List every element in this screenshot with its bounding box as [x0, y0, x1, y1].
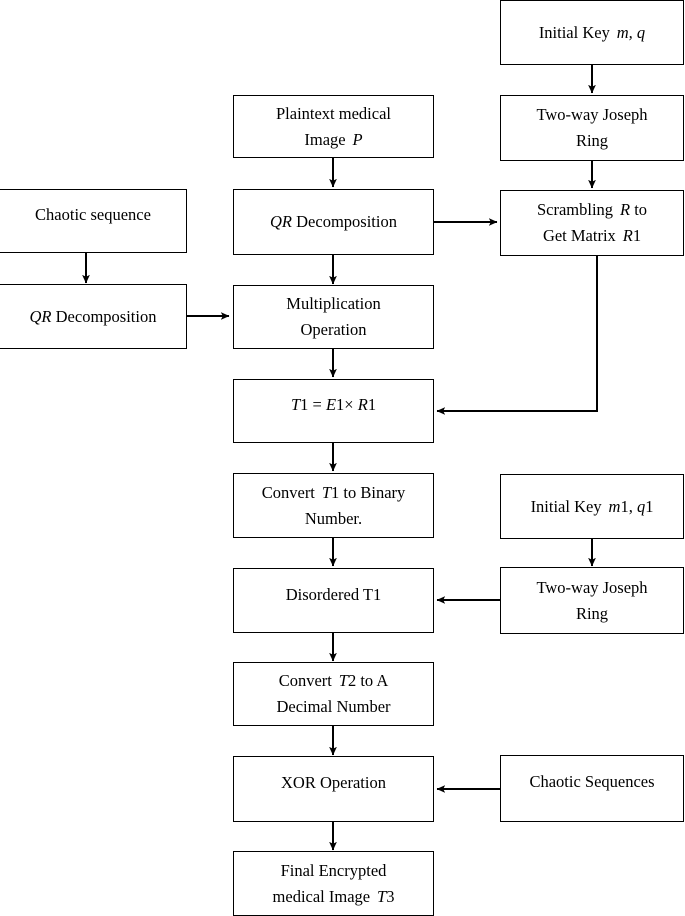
- joseph-ring-1-line2: Ring: [575, 131, 609, 150]
- node-disordered-t1: Disordered T1: [233, 568, 434, 633]
- convert-t2-line2: Decimal Number: [276, 697, 391, 716]
- joseph-ring-2-line2: Ring: [575, 603, 609, 623]
- chaotic-sequences-line1: Chaotic Sequences: [529, 772, 655, 791]
- multiplication-line2: Operation: [300, 320, 367, 339]
- final-encrypted-line1: Final Encrypted: [280, 860, 387, 880]
- convert-t1-line2: Number.: [304, 508, 363, 528]
- qr-decomposition-left-label: QR Decomposition: [29, 306, 157, 326]
- chaotic-sequence-label: Chaotic sequence: [35, 205, 151, 224]
- joseph-ring-1-line1: Two-way Joseph: [536, 105, 648, 125]
- xor-operation-label: XOR Operation: [281, 773, 386, 792]
- node-two-way-joseph-ring-1: Two-way Joseph Ring: [500, 95, 684, 161]
- node-chaotic-sequence: Chaotic sequence: [0, 189, 187, 253]
- disordered-t1-label: Disordered T1: [285, 585, 382, 604]
- node-qr-decomposition-left: QR Decomposition: [0, 284, 187, 349]
- node-two-way-joseph-ring-2: Two-way Joseph Ring: [500, 567, 684, 634]
- multiplication-line1: Multiplication: [286, 294, 381, 314]
- qr-decomposition-mid-label: QR Decomposition: [270, 212, 397, 232]
- t1-equation-label: T1 = E1× R1: [290, 395, 377, 414]
- node-t1-equation: T1 = E1× R1: [233, 379, 434, 443]
- node-xor-operation: XOR Operation: [233, 756, 434, 822]
- joseph-ring-2-line1: Two-way Joseph: [536, 577, 648, 597]
- plaintext-line1: Plaintext medical: [275, 103, 391, 123]
- edge-scrambling-to-t1: [436, 256, 598, 415]
- node-chaotic-sequences: Chaotic Sequences: [500, 755, 684, 822]
- node-qr-decomposition-mid: QR Decomposition: [233, 189, 434, 255]
- node-multiplication-operation: Multiplication Operation: [233, 285, 434, 349]
